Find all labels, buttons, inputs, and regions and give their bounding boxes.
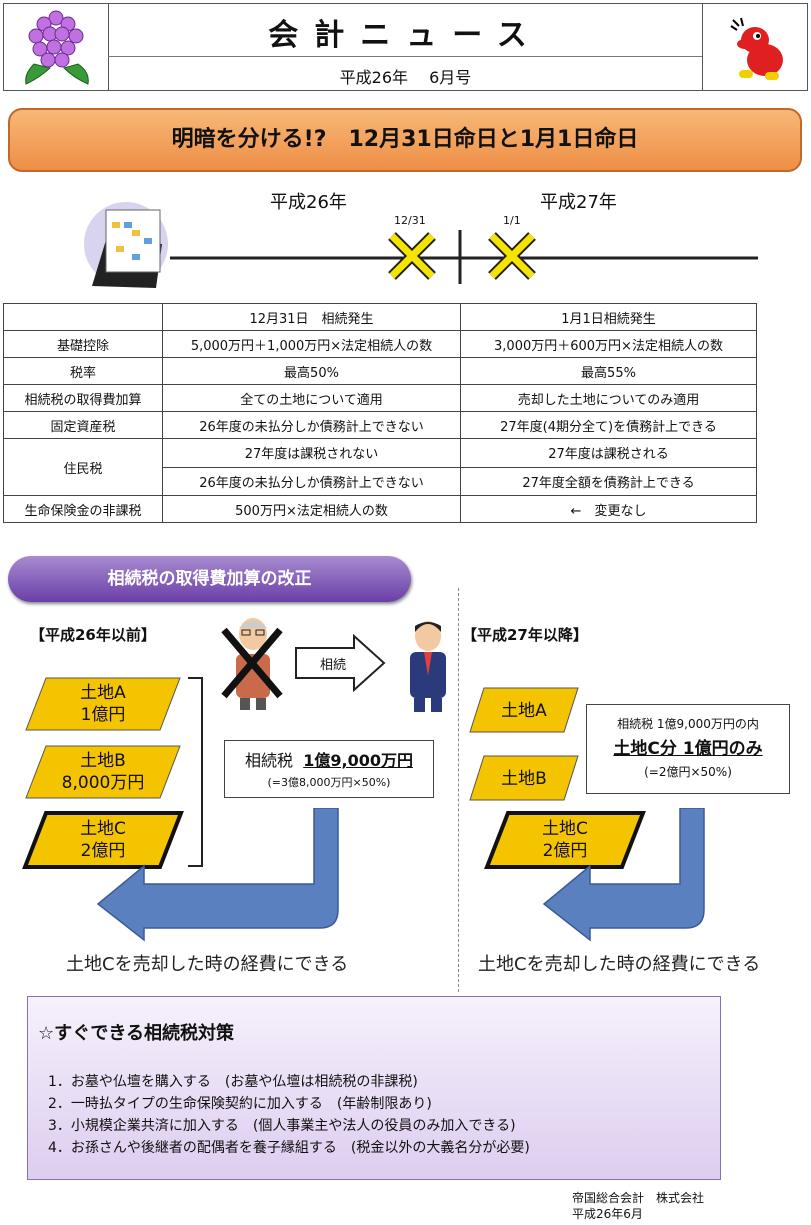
newsletter-title: 会計ニュース (268, 18, 543, 53)
list-item: 1．お墓や仏壇を購入する (お墓や仏壇は相続税の非課税) (48, 1074, 418, 1090)
right-tax-amount: 土地C分 1億円のみ (613, 739, 763, 759)
left-return-arrow (96, 808, 339, 942)
land-group-bracket (188, 677, 203, 867)
inheritance-label: 相続 (320, 658, 347, 673)
comparison-table: 12月31日 相続発生 1月1日相続発生 基礎控除 5,000万円＋1,000万… (3, 303, 757, 523)
column-divider (458, 588, 459, 992)
header-left-box (4, 4, 109, 90)
right-period-label: 【平成27年以降】 (462, 626, 588, 644)
footer-date: 平成26年6月 (572, 1207, 643, 1221)
right-tax-box: 相続税 1億9,000万円の内 土地C分 1億円のみ (=2億円×50%) (586, 704, 790, 794)
list-item: 4．お孫さんや後継者の配偶者を養子縁組する (税金以外の大義名分が必要) (48, 1140, 530, 1156)
calendar-icon (84, 202, 168, 288)
right-land-a-label: 土地A (501, 701, 547, 721)
right-land-a-shape (469, 687, 579, 733)
issue-date: 平成26年 6月号 (339, 68, 472, 87)
table-row: 26年度の未払分しか債務計上できない 27年度全額を債務計上できる (4, 466, 757, 496)
timeline-year-right: 平成27年 (540, 192, 617, 213)
hydrangea-icon (25, 10, 89, 85)
table-row: 相続税の取得費加算 全ての土地について適用 売却した土地についてのみ適用 (3, 384, 757, 412)
cross-mark-left (388, 232, 436, 280)
footer-company: 帝国総合会計 株式会社 (572, 1191, 705, 1205)
footer: 帝国総合会計 株式会社 平成26年6月 (572, 1190, 704, 1222)
section-title: 相続税の取得費加算の改正 (8, 556, 411, 602)
header-right-box (702, 4, 807, 90)
list-item: 3．小規模企業共済に加入する (個人事業主や法人の役員のみ加入できる) (48, 1118, 516, 1134)
table-row: 住民税 27年度は課税されない 27年度は課税される (3, 438, 757, 496)
timeline-mark-right: 1/1 (503, 214, 521, 227)
table-row: 税率 最高50% 最高55% (3, 357, 757, 385)
land-c-shape (22, 811, 184, 869)
table-row: 固定資産税 26年度の未払分しか債務計上できない 27年度(4期分全て)を債務計… (3, 411, 757, 439)
mascot-icon (730, 17, 783, 80)
list-item: 2．一時払タイプの生命保険契約に加入する (年齢制限あり) (48, 1096, 432, 1112)
table-header-row: 12月31日 相続発生 1月1日相続発生 (3, 303, 757, 331)
inheritance-arrow (295, 634, 386, 692)
right-return-arrow (542, 808, 705, 942)
measures-title: ☆すぐできる相続税対策 (38, 1023, 234, 1044)
timeline-mark-left: 12/31 (394, 214, 426, 227)
right-land-c-shape (484, 811, 646, 869)
right-land-b-shape (469, 755, 579, 801)
cross-mark-right (488, 232, 536, 280)
businessman-icon (410, 621, 446, 712)
left-caption: 土地Cを売却した時の経費にできる (66, 954, 349, 975)
timeline-line (170, 230, 758, 284)
left-tax-amount: 1億9,000万円 (303, 751, 413, 770)
newsletter-header: 会計ニュース 平成26年 6月号 (3, 3, 808, 91)
table-row: 基礎控除 5,000万円＋1,000万円×法定相続人の数 3,000万円＋600… (3, 330, 757, 358)
tax-measures-box: ☆すぐできる相続税対策 1．お墓や仏壇を購入する (お墓や仏壇は相続税の非課税)… (27, 996, 721, 1180)
left-period-label: 【平成26年以前】 (30, 626, 156, 644)
table-row: 生命保険金の非課税 500万円×法定相続人の数 ← 変更なし (3, 495, 757, 523)
left-tax-box: 相続税 1億9,000万円 (=3億8,000万円×50%) (224, 740, 434, 798)
land-b-shape (25, 745, 181, 799)
elderly-man-icon (221, 618, 283, 710)
right-land-b-label: 土地B (501, 769, 547, 789)
headline-banner: 明暗を分ける!? 12月31日命日と1月1日命日 (8, 108, 802, 172)
right-caption: 土地Cを売却した時の経費にできる (478, 954, 761, 975)
land-a-shape (25, 677, 181, 731)
timeline-year-left: 平成26年 (270, 192, 347, 213)
